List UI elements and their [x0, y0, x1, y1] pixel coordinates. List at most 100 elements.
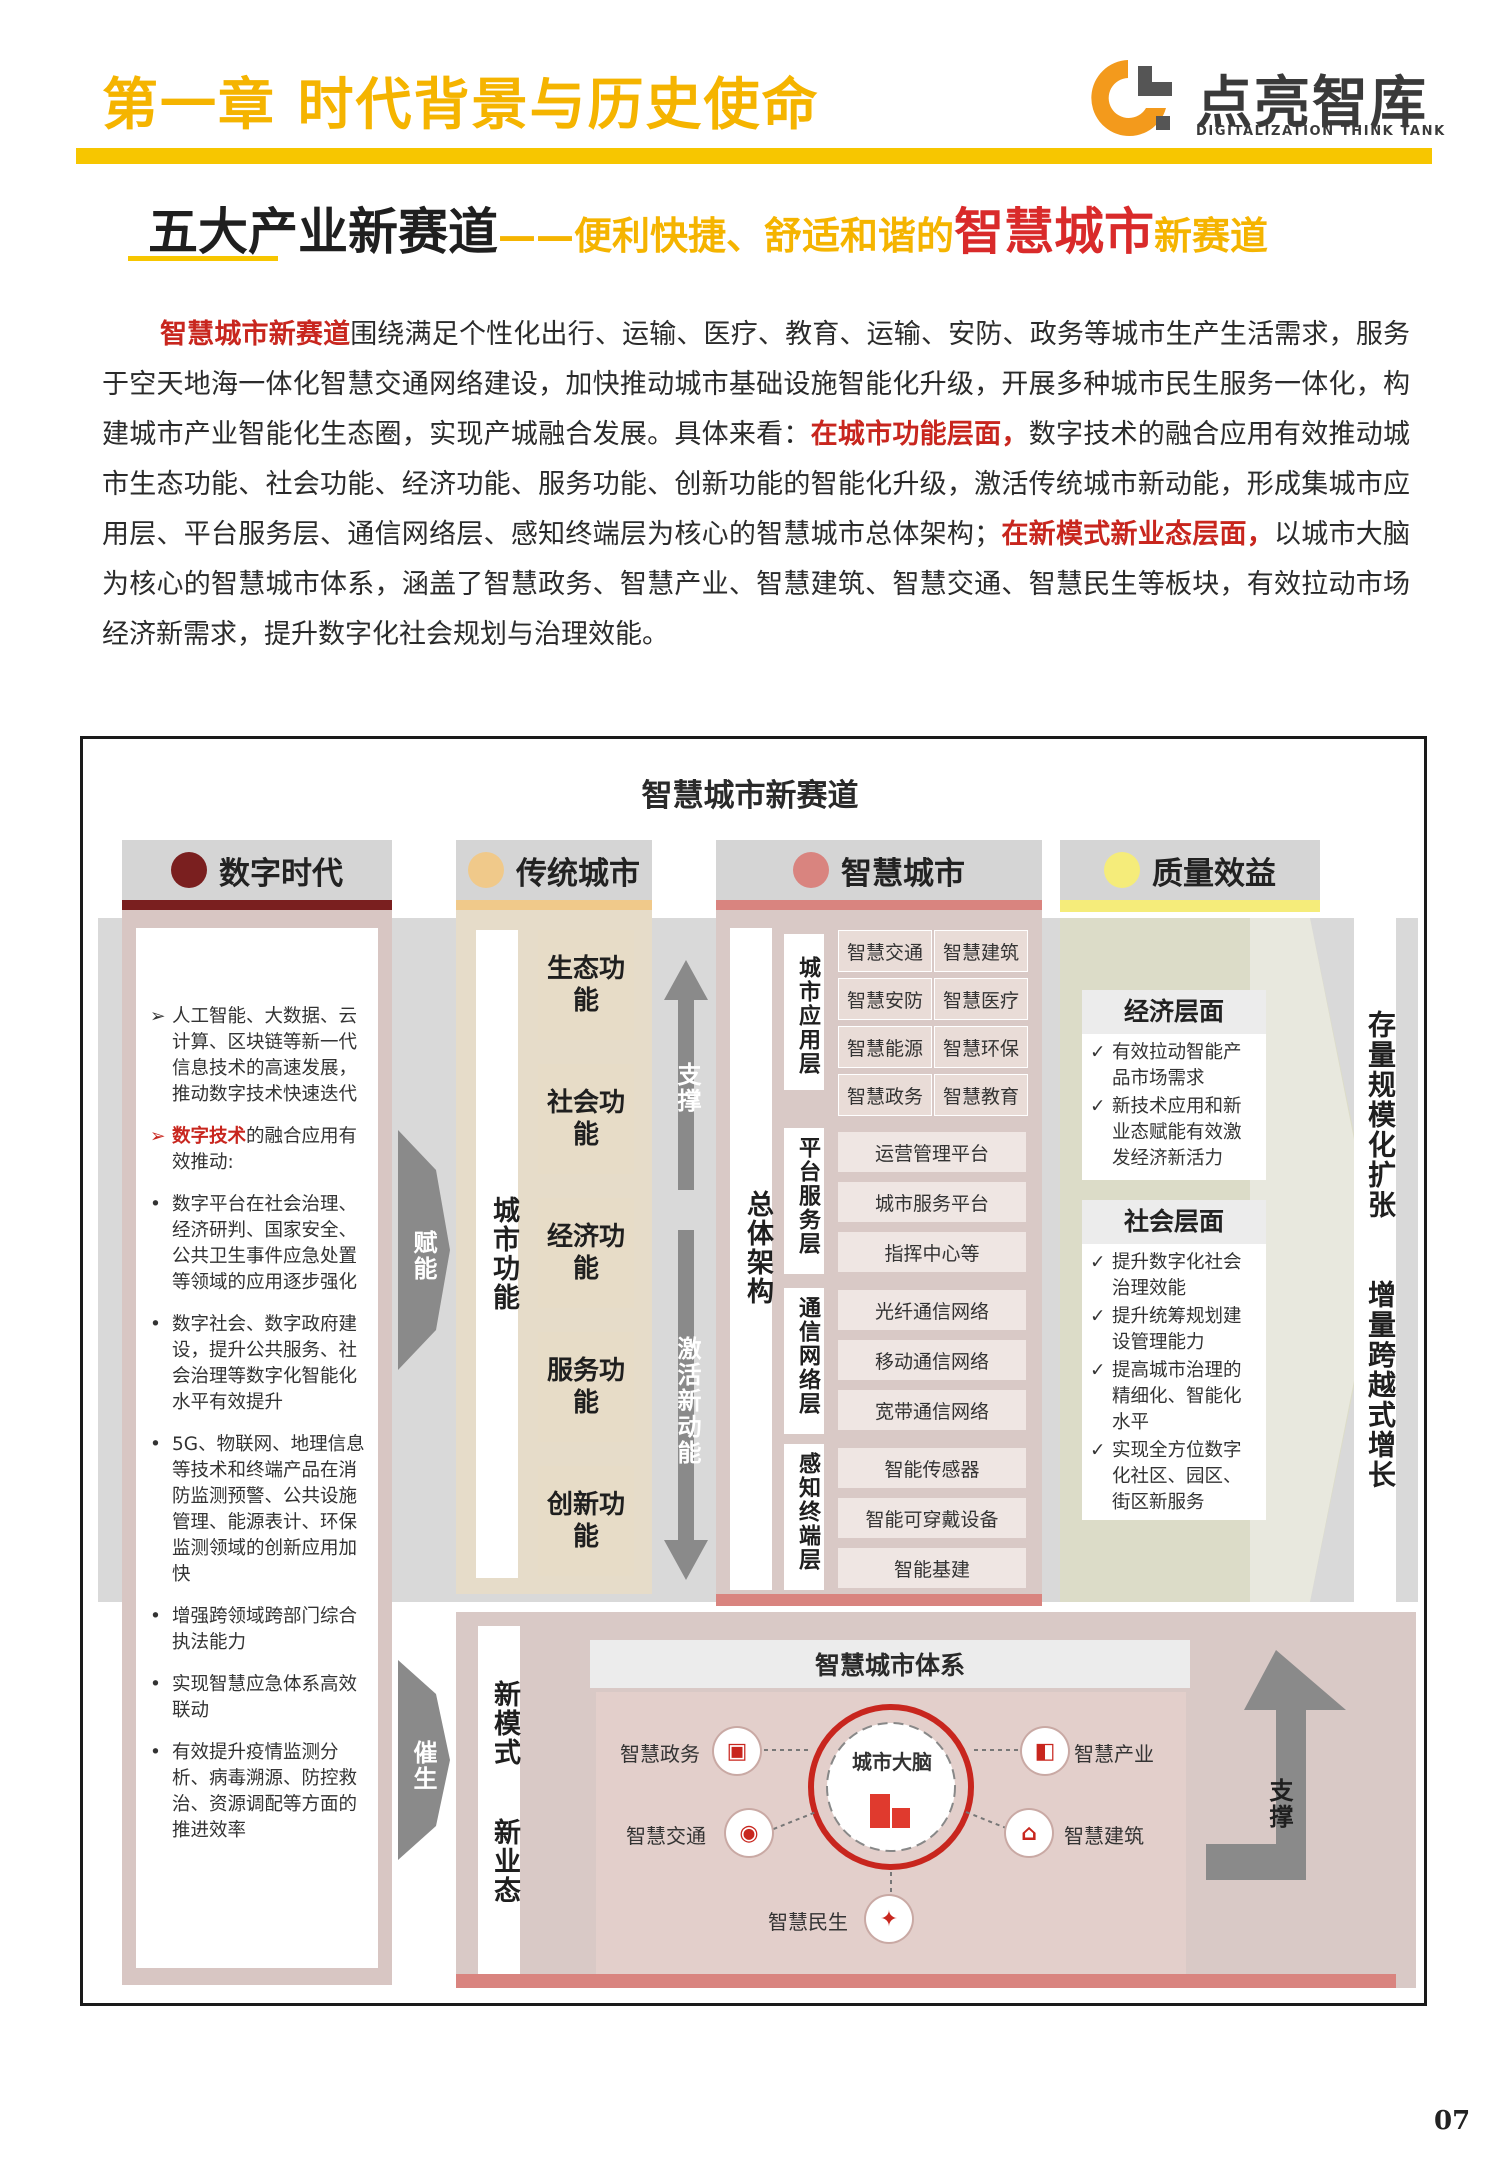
section-title-tail: 新赛道	[1154, 214, 1269, 258]
page-number: 07	[1434, 2106, 1471, 2136]
header-divider	[76, 148, 1432, 164]
activate-label: 激活新动能	[673, 1336, 701, 1466]
check-icon: ✓	[1090, 1306, 1106, 1327]
function-ecology: 生态功能	[538, 930, 634, 1040]
digital-panel-inner	[136, 928, 378, 1968]
digital-list-item: ➢人工智能、大数据、云计算、区块链等新一代信息技术的高速发展，推动数字技术快速迭…	[150, 1006, 358, 1105]
function-innovation: 创新功能	[538, 1466, 634, 1576]
cell-wearable: 智能可穿戴设备	[838, 1498, 1026, 1538]
building-icon: ⌂	[1006, 1810, 1052, 1856]
node-industry-label: 智慧产业	[1074, 1742, 1154, 1766]
quality-item: ✓提升数字化社会治理效能	[1090, 1252, 1242, 1299]
column-header-digital: 数字时代	[122, 840, 392, 900]
support-up-arrow-icon	[1206, 1650, 1346, 1880]
section-title-dash: ——便利快捷、舒适和谐的	[498, 214, 955, 258]
cell-smart-government: 智慧政务	[838, 1074, 932, 1116]
column-traditional-city: 传统城市	[456, 840, 652, 912]
check-icon: ✓	[1090, 1252, 1106, 1273]
bullet-icon: •	[150, 1674, 161, 1695]
catalyze-label: 催生	[409, 1740, 437, 1792]
column-quality: 质量效益	[1060, 840, 1320, 912]
government-icon: ▣	[714, 1728, 760, 1774]
growth-label-2: 增量跨越式增长	[1364, 1280, 1397, 1490]
growth-label-1: 存量规模化扩张	[1364, 1010, 1397, 1220]
brain-circle-icon	[808, 1704, 974, 1870]
function-society: 社会功能	[538, 1064, 634, 1174]
cell-command-center: 指挥中心等	[838, 1232, 1026, 1272]
bullet-icon: ➢	[150, 1126, 166, 1147]
new-business-label: 新业态	[489, 1818, 520, 1905]
growth-box	[1354, 918, 1396, 1602]
catalyze-arrow-icon	[398, 1660, 450, 1860]
support-label-2: 支撑	[1265, 1778, 1293, 1830]
empower-arrow-icon	[398, 1130, 450, 1370]
neutral-face-icon	[468, 852, 504, 888]
cell-operation-platform: 运营管理平台	[838, 1132, 1026, 1172]
brain-label: 城市大脑	[852, 1750, 932, 1774]
digital-list-item: •数字平台在社会治理、经济研判、国家安全、公共卫生事件应急处置等领域的应用逐步强…	[150, 1194, 358, 1293]
node-livelihood-label: 智慧民生	[768, 1910, 848, 1934]
column-header-smart: 智慧城市	[716, 840, 1042, 900]
system-title: 智慧城市体系	[590, 1640, 1190, 1688]
overall-box	[730, 928, 772, 1590]
new-mode-label: 新模式	[489, 1680, 520, 1767]
intro-highlight-3: 在新模式新业态层面，	[1001, 519, 1274, 550]
cell-smart-building: 智慧建筑	[934, 930, 1028, 972]
node-traffic-label: 智慧交通	[626, 1824, 706, 1848]
diagram-frame	[80, 736, 1427, 2006]
layer-platform-label: 平台服务层	[795, 1136, 820, 1256]
industry-icon: ◧	[1022, 1728, 1068, 1774]
digital-list-item: •数字社会、数字政府建设，提升公共服务、社会治理等数字化智能化水平有效提升	[150, 1314, 358, 1413]
traffic-icon: ◉	[726, 1810, 772, 1856]
digital-list-item: •5G、物联网、地理信息等技术和终端产品在消防监测预警、公共设施管理、能源表计、…	[150, 1434, 365, 1585]
section-title: 五大产业新赛道——便利快捷、舒适和谐的智慧城市新赛道	[148, 192, 1268, 264]
digital-list-item: •实现智慧应急体系高效联动	[150, 1674, 358, 1721]
function-economy: 经济功能	[538, 1198, 634, 1308]
cell-smart-infrastructure: 智能基建	[838, 1548, 1026, 1588]
column-header-quality: 质量效益	[1060, 840, 1320, 900]
bullet-icon: •	[150, 1606, 161, 1627]
check-icon: ✓	[1090, 1042, 1106, 1063]
cell-smart-sensor: 智能传感器	[838, 1448, 1026, 1488]
city-function-box	[476, 930, 518, 1578]
layer-network-label: 通信网络层	[795, 1296, 820, 1416]
empower-label: 赋能	[409, 1230, 437, 1282]
section-underline	[128, 256, 278, 261]
node-building-label: 智慧建筑	[1064, 1824, 1144, 1848]
intro-highlight-1: 智慧城市新赛道	[160, 319, 351, 350]
support-label: 支撑	[673, 1062, 701, 1114]
activate-arrow-icon	[664, 1230, 708, 1580]
quality-economic: 经济层面 ✓有效拉动智能产品市场需求✓新技术应用和新业态赋能有效激发经济新活力	[1082, 990, 1266, 1180]
intro-text-1: 围绕满足个性化出行、运输、医疗、教育、运输、安防、政务等城市生产生活需求，服务于…	[102, 319, 1411, 450]
digital-list-item: •增强跨领域跨部门综合执法能力	[150, 1606, 358, 1653]
cell-fiber-network: 光纤通信网络	[838, 1290, 1026, 1330]
function-service: 服务功能	[538, 1332, 634, 1442]
bullet-icon: •	[150, 1194, 161, 1215]
column-digital-era: 数字时代	[122, 840, 392, 912]
intro-highlight-2: 在城市功能层面，	[810, 419, 1029, 450]
intro-paragraph: 智慧城市新赛道围绕满足个性化出行、运输、医疗、教育、运输、安防、政务等城市生产生…	[102, 310, 1410, 660]
intro-text-3: 以城市大脑为核心的智慧城市体系，涵盖了智慧政务、智慧产业、智慧建筑、智慧交通、智…	[102, 519, 1411, 650]
cell-smart-medical: 智慧医疗	[934, 978, 1028, 1020]
bullet-icon: •	[150, 1314, 161, 1335]
cell-smart-security: 智慧安防	[838, 978, 932, 1020]
handshake-icon: ✦	[866, 1896, 912, 1942]
layer-application-label: 城市应用层	[795, 956, 820, 1076]
globe-icon	[171, 852, 207, 888]
layer-sensing-label: 感知终端层	[795, 1452, 820, 1572]
digital-list-item: •有效提升疫情监测分析、病毒溯源、防控救治、资源调配等方面的推进效率	[150, 1742, 358, 1841]
section-title-highlight: 智慧城市	[954, 203, 1155, 261]
check-icon: ✓	[1090, 1096, 1106, 1117]
check-icon: ✓	[1090, 1360, 1106, 1381]
cell-smart-traffic: 智慧交通	[838, 930, 932, 972]
logo-icon	[1091, 60, 1172, 136]
quality-item: ✓实现全方位数字化社区、园区、街区新服务	[1090, 1440, 1242, 1513]
cell-smart-energy: 智慧能源	[838, 1026, 932, 1068]
city-function-label: 城市功能	[488, 1196, 519, 1312]
column-smart-city: 智慧城市	[716, 840, 1042, 912]
section-title-main: 五大产业新赛道	[148, 203, 498, 261]
digital-list-item: ➢数字技术的融合应用有效推动:	[150, 1126, 358, 1173]
quality-item: ✓提高城市治理的精细化、智能化水平	[1090, 1360, 1242, 1433]
bullet-icon: •	[150, 1434, 161, 1455]
system-connectors	[764, 1749, 1024, 1896]
